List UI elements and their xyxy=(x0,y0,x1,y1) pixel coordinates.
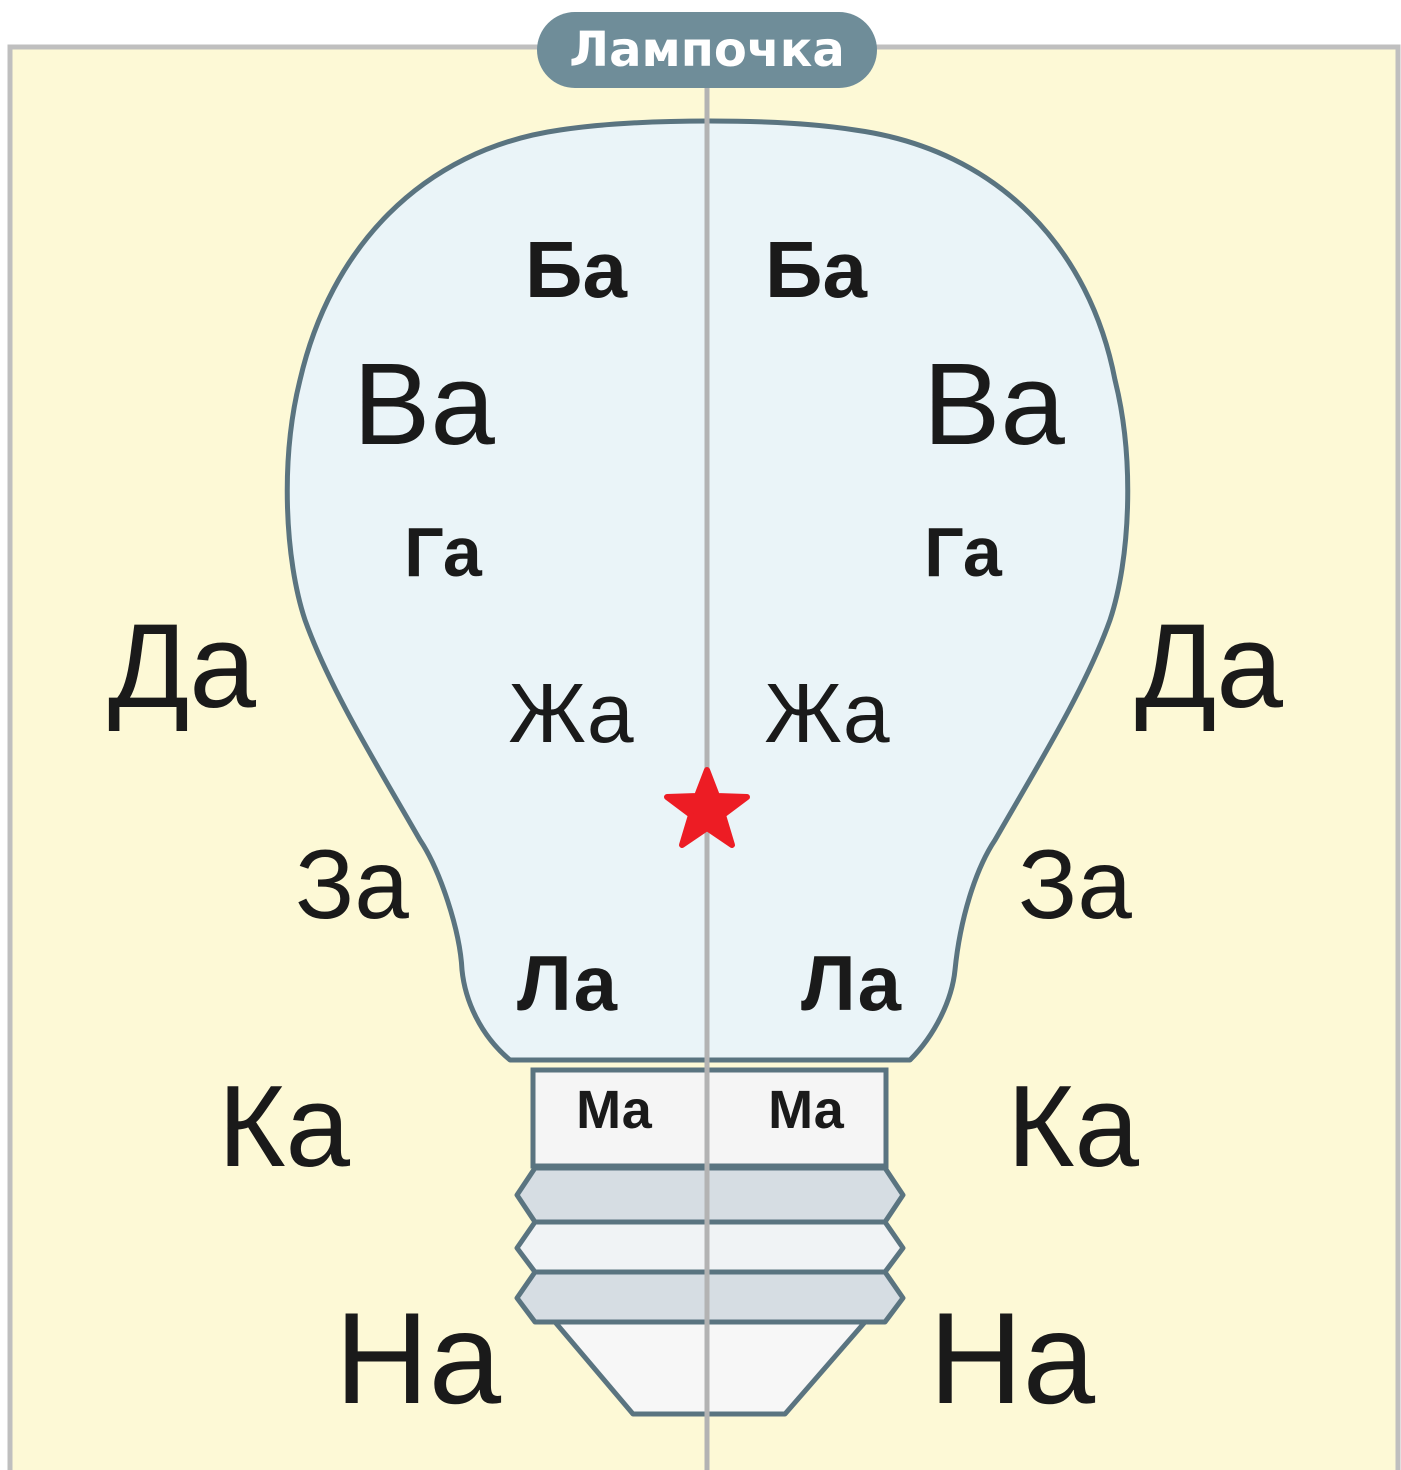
syllable-ba-left: Ба xyxy=(525,225,627,314)
syllable-ka-right: Ка xyxy=(1006,1061,1140,1191)
star-icon xyxy=(664,767,750,848)
bulb-thread-2 xyxy=(514,1219,906,1275)
syllable-za-right: За xyxy=(1018,829,1132,939)
title-badge: Лампочка xyxy=(537,12,877,88)
syllable-na-right: На xyxy=(928,1285,1096,1431)
syllable-zha-left: Жа xyxy=(508,666,634,760)
syllable-zha-right: Жа xyxy=(764,666,890,760)
bulb-thread-3 xyxy=(514,1269,906,1325)
syllable-ga-right: Га xyxy=(924,513,1002,591)
syllable-ma-right: Ма xyxy=(768,1080,844,1140)
bulb-thread-1 xyxy=(514,1165,906,1225)
syllable-ga-left: Га xyxy=(404,513,482,591)
syllable-za-left: За xyxy=(295,829,409,939)
syllable-ba-right: Ба xyxy=(765,225,867,314)
syllable-da-right: Да xyxy=(1134,599,1284,733)
syllable-ka-left: Ка xyxy=(217,1061,351,1191)
syllable-da-left: Да xyxy=(107,599,257,733)
syllable-va-left: Ва xyxy=(353,339,495,469)
bulb-base-tip xyxy=(552,1319,868,1417)
syllable-la-right: Ла xyxy=(800,939,902,1027)
syllable-va-right: Ва xyxy=(923,339,1065,469)
syllable-na-left: На xyxy=(334,1285,502,1431)
syllable-la-left: Ла xyxy=(516,939,618,1027)
syllable-ma-left: Ма xyxy=(576,1080,652,1140)
